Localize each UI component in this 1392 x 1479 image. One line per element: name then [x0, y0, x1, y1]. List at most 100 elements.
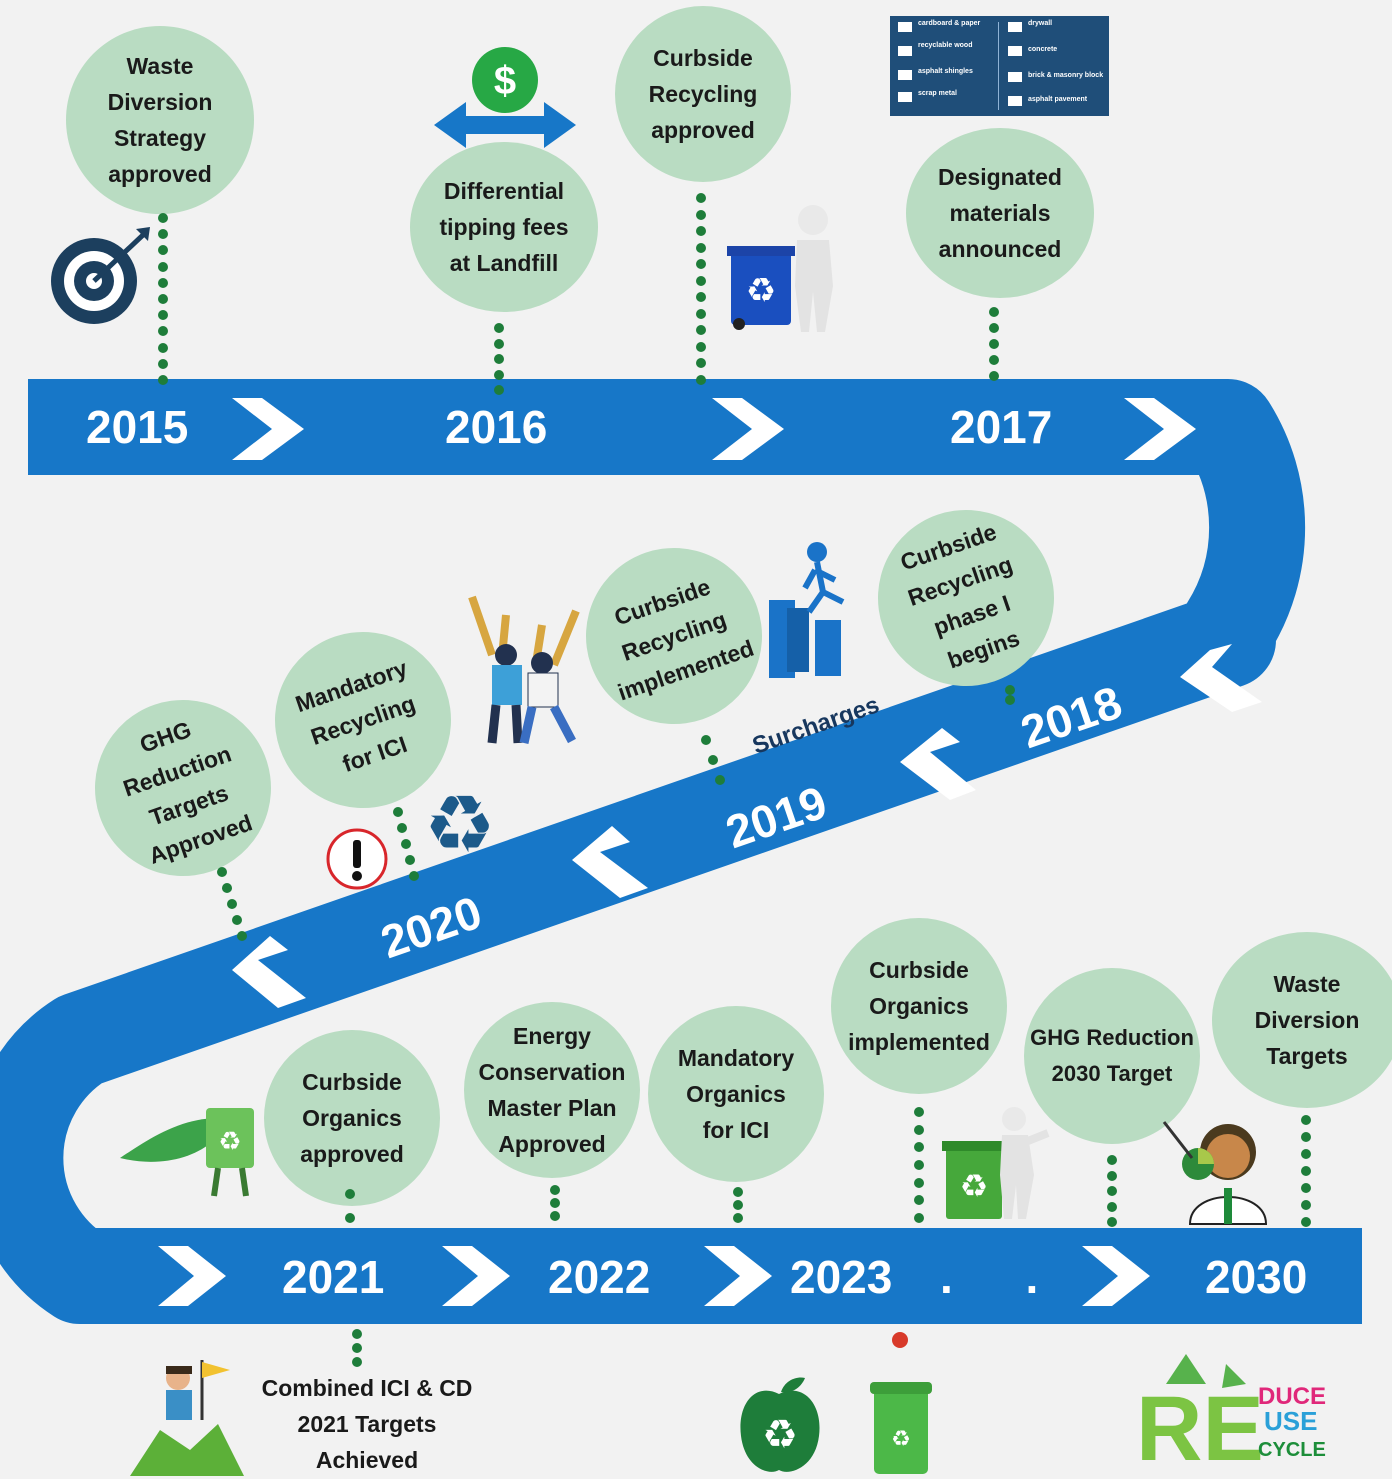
connector-dot: [494, 385, 504, 395]
chevron-right-icon: [1082, 1246, 1150, 1306]
connector-dot: [696, 193, 706, 203]
chevron-left-icon: [572, 826, 648, 898]
connector-dot: [158, 310, 168, 321]
connector-dot: [696, 325, 706, 336]
legend-item: asphalt pavement: [1028, 96, 1088, 103]
svg-text:USE: USE: [1264, 1406, 1317, 1436]
target-icon: [51, 227, 150, 324]
warning-icon: [326, 828, 388, 890]
connector-dot: [696, 308, 706, 319]
connector-dot: [550, 1198, 560, 1208]
svg-text:♻: ♻: [746, 272, 776, 310]
climbing-steps-icon: [769, 542, 845, 678]
connector-dot: [1301, 1132, 1311, 1142]
legend-item: scrap metal: [918, 90, 957, 97]
connector-dot: [158, 277, 168, 288]
connector-dot: [733, 1213, 743, 1223]
organics-bin-icon: ♻: [870, 1332, 932, 1474]
connector-dot: [550, 1185, 560, 1195]
connector-dot: [494, 323, 504, 333]
connector-dot: [733, 1200, 743, 1210]
recycle-bin-person-icon: ♻: [727, 205, 833, 332]
reduce-reuse-recycle-logo: RE DUCE USE CYCLE: [1126, 1344, 1346, 1470]
milestone-curbside-recycling-approved: Curbside Recycling approved: [615, 6, 791, 182]
connector-dot: [914, 1195, 924, 1206]
connector-dot: [222, 883, 232, 893]
fee-dollar-icon: $: [434, 47, 576, 148]
year-2016: 2016: [445, 401, 548, 453]
connector-dot: [158, 342, 168, 353]
milestone-mandatory-organics-ici: Mandatory Organics for ICI: [648, 1006, 824, 1182]
connector-dot: [696, 275, 706, 286]
connector-dot: [989, 339, 999, 349]
connector-dot: [696, 209, 706, 220]
year-2015: 2015: [86, 401, 189, 453]
chevron-left-icon: [232, 936, 306, 1008]
svg-text:DUCE: DUCE: [1258, 1383, 1326, 1410]
connector-dot: [696, 259, 706, 270]
connector-dot: [914, 1177, 924, 1188]
milestone-waste-diversion-targets: Waste Diversion Targets: [1212, 932, 1392, 1108]
milestone-curbside-organics-implemented: Curbside Organics implemented: [831, 918, 1007, 1094]
connector-dot: [696, 242, 706, 253]
connector-dot: [989, 371, 999, 381]
connector-dot: [409, 871, 419, 881]
chevron-right-icon: [712, 398, 784, 460]
materials-legend: cardboard & paper recyclable wood asphal…: [890, 16, 1109, 116]
chevron-left-icon: [900, 728, 976, 800]
chevron-right-icon: [232, 398, 304, 460]
organics-bin-hero-icon: ♻: [120, 1108, 254, 1197]
connector-dot: [1107, 1201, 1117, 1212]
connector-dot: [158, 245, 168, 256]
connector-dot: [733, 1187, 743, 1197]
connector-dot: [708, 755, 718, 765]
svg-text:$: $: [494, 59, 516, 103]
connector-dot: [345, 1189, 355, 1199]
connector-dot: [696, 358, 706, 369]
year-2023: 2023: [790, 1251, 893, 1303]
connector-dot: [158, 213, 168, 223]
connector-dot: [701, 735, 711, 745]
milestone-waste-diversion-strategy: Waste Diversion Strategy approved: [66, 26, 254, 214]
connector-dot: [696, 292, 706, 303]
connector-dot: [393, 807, 403, 817]
chevron-right-icon: [158, 1246, 226, 1306]
milestone-ghg-2030-target: GHG Reduction 2030 Target: [1024, 968, 1200, 1144]
connector-dot: [397, 823, 407, 833]
connector-dot: [1005, 685, 1015, 695]
svg-text:RE: RE: [1136, 1378, 1264, 1470]
chevron-right-icon: [442, 1246, 510, 1306]
celebrating-people-icon: [468, 595, 580, 744]
legend-item: recyclable wood: [918, 42, 973, 49]
connector-dot: [696, 341, 706, 352]
connector-dot: [715, 775, 725, 785]
recycle-icon: ♻: [424, 780, 496, 869]
connector-dot: [989, 355, 999, 365]
connector-dot: [550, 1211, 560, 1221]
connector-dot: [1107, 1170, 1117, 1181]
connector-dot: [1301, 1149, 1311, 1159]
legend-item: cardboard & paper: [918, 20, 981, 27]
connector-dot: [914, 1160, 924, 1170]
connector-dot: [158, 261, 168, 272]
svg-text:♻: ♻: [762, 1413, 798, 1457]
connector-dot: [405, 855, 415, 865]
connector-dot: [237, 931, 247, 941]
connector-dot: [227, 899, 237, 909]
connector-dot: [352, 1329, 362, 1339]
svg-text:♻: ♻: [960, 1168, 989, 1204]
connector-dot: [401, 839, 411, 849]
connector-dot: [345, 1213, 355, 1223]
connector-dot: [914, 1107, 924, 1117]
connector-dot: [158, 229, 168, 240]
connector-dot: [1005, 695, 1015, 705]
year-2017: 2017: [950, 401, 1053, 453]
milestone-designated-materials: Designated materials announced: [906, 128, 1094, 298]
businessman-chart-icon: [1162, 1121, 1268, 1225]
connector-dot: [494, 354, 504, 364]
milestone-combined-targets-achieved: Combined ICI & CD 2021 Targets Achieved: [261, 1375, 473, 1473]
connector-dot: [1301, 1166, 1311, 1176]
year-2022: 2022: [548, 1251, 651, 1303]
chevron-right-icon: [704, 1246, 772, 1306]
